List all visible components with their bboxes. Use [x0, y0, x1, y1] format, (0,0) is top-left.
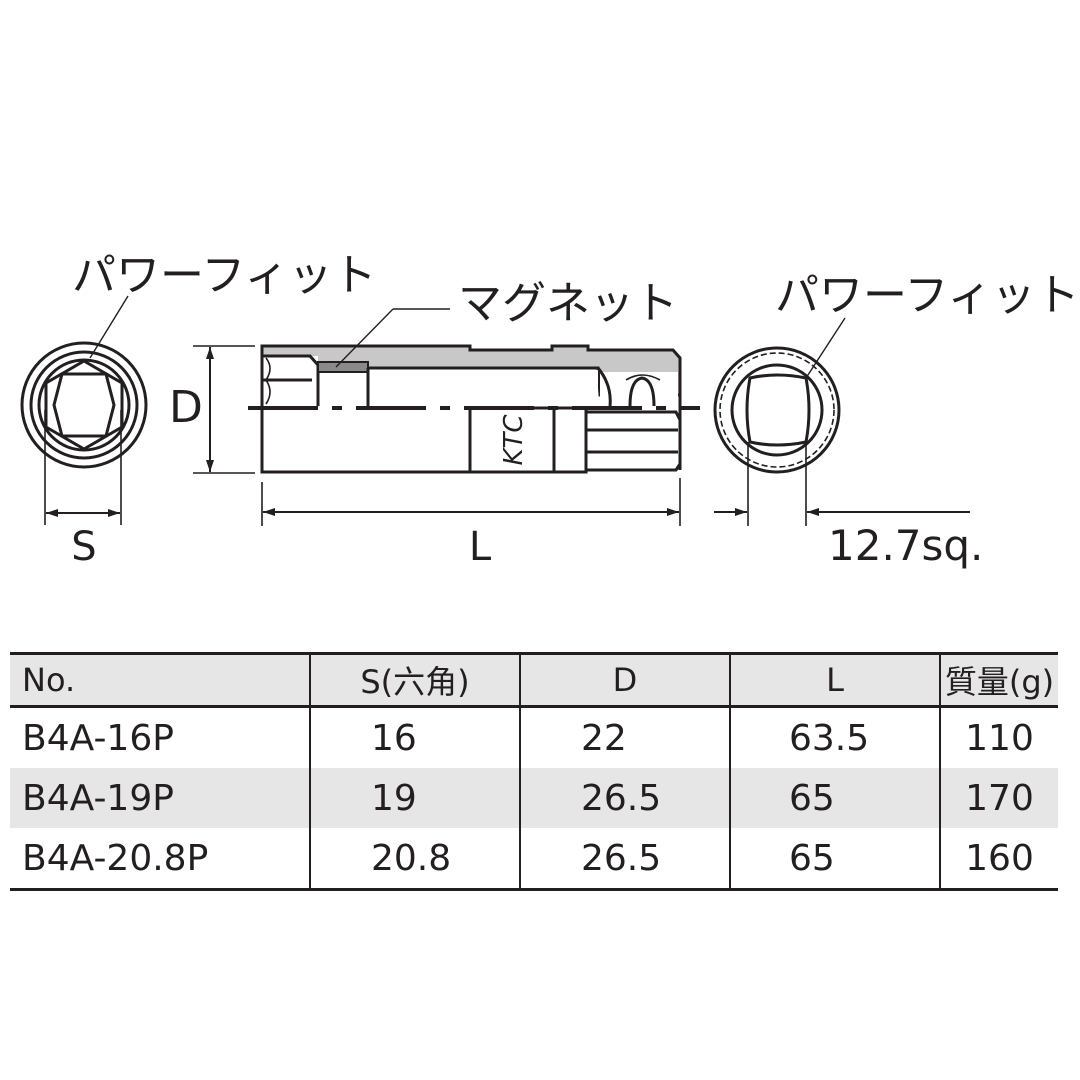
s-dimension-label: S	[71, 524, 96, 570]
cell-d: 26.5	[519, 768, 731, 828]
power-fit-label-left: パワーフィット	[72, 250, 376, 301]
cell-mass: 170	[939, 768, 1058, 828]
hex-bore-curve	[265, 357, 271, 405]
technical-drawing: パワーフィット S D KTC	[20, 250, 1079, 570]
power-fit-label-right: パワーフィット	[775, 270, 1079, 321]
ball-detent-top	[625, 374, 661, 381]
cell-no: B4A-16P	[10, 706, 311, 768]
cell-s: 19	[309, 768, 521, 828]
side-view: D KTC マグネット	[169, 278, 700, 570]
drive-bore-curve	[596, 367, 612, 407]
left-end-view: パワーフィット S	[20, 250, 376, 570]
cell-s: 20.8	[309, 828, 521, 890]
magnet-label: マグネット	[458, 278, 678, 329]
d-dimension-label: D	[169, 382, 203, 433]
table-row: B4A-19P 19 26.5 65 170	[10, 768, 1058, 828]
cell-mass: 160	[939, 828, 1058, 890]
header-mass: 質量(g)	[939, 653, 1058, 707]
square-drive-label: 12.7sq.	[828, 521, 983, 570]
drive-outer-ring	[713, 346, 841, 474]
table-row: B4A-20.8P 20.8 26.5 65 160	[10, 828, 1058, 890]
inner-square	[52, 372, 116, 438]
header-s: S(六角)	[309, 653, 521, 707]
cell-l: 65	[729, 828, 941, 890]
table-row: B4A-16P 16 22 63.5 110	[10, 706, 1058, 768]
brand-mark: KTC	[499, 414, 529, 466]
magnet	[317, 361, 369, 373]
table-header-row: No. S(六角) D L 質量(g)	[10, 653, 1058, 707]
cell-l: 63.5	[729, 706, 941, 768]
ring-2	[29, 350, 139, 460]
cell-d: 26.5	[519, 828, 731, 890]
magnet-leader	[335, 308, 394, 368]
cell-d: 22	[519, 706, 731, 768]
power-fit-leader-left	[89, 295, 129, 359]
cell-s: 16	[309, 706, 521, 768]
l-dimension-label: L	[469, 524, 492, 570]
cell-l: 65	[729, 768, 941, 828]
header-d: D	[519, 653, 731, 707]
drive-square-lower	[586, 410, 682, 472]
cell-no: B4A-19P	[10, 768, 311, 828]
hex-opening	[44, 359, 124, 451]
lower-step	[552, 406, 588, 474]
drive-inner-ring	[730, 363, 824, 457]
spec-table: No. S(六角) D L 質量(g) B4A-16P 16 22 63.5 1…	[10, 652, 1058, 891]
socket-lower-body	[260, 406, 472, 474]
hex-bore-top	[262, 354, 320, 406]
square-drive-opening	[745, 373, 811, 447]
right-end-view: パワーフィット 12.7sq.	[713, 270, 1079, 570]
drive-knurl-ring	[719, 352, 835, 468]
cell-mass: 110	[939, 706, 1058, 768]
ball-detent	[628, 376, 656, 407]
cell-no: B4A-20.8P	[10, 828, 311, 890]
power-fit-leader-right	[805, 317, 846, 379]
header-no: No.	[10, 653, 311, 707]
outer-ring	[20, 341, 148, 469]
header-l: L	[729, 653, 941, 707]
